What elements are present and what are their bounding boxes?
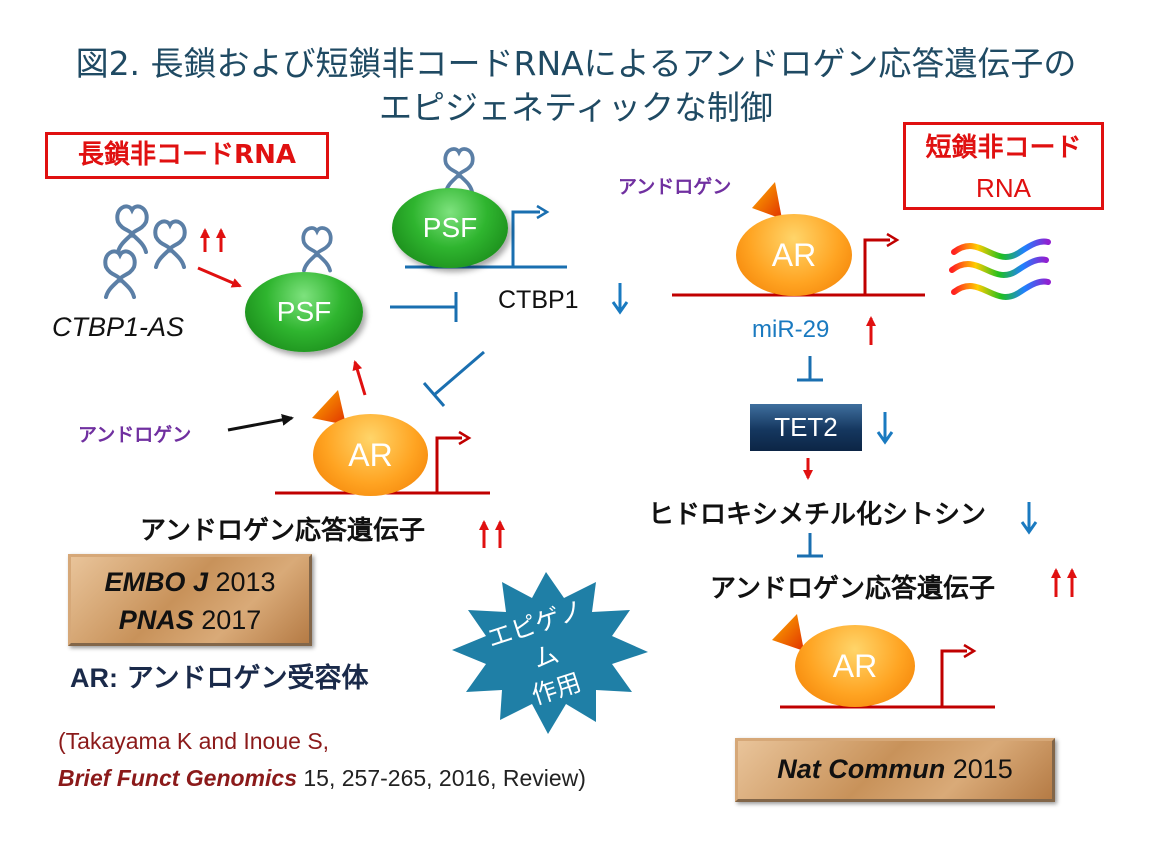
psf-left-label: PSF (276, 296, 332, 327)
ref-right-journal: Nat Commun (777, 754, 946, 784)
epigenome-starburst-icon (452, 572, 648, 734)
ref-left-1: EMBO J 2013 (71, 563, 309, 601)
hydroxymethylcytosine-label: ヒドロキシメチル化シトシン (648, 500, 987, 530)
citation-line-2: Brief Funct Genomics 15, 257-265, 2016, … (58, 765, 586, 792)
androgen-label-left: アンドロゲン (78, 424, 192, 446)
ar-left-label: AR (348, 436, 393, 473)
title-line-1: 図2. 長鎖および短鎖非コードRNAによるアンドロゲン応答遺伝子の (75, 44, 1077, 83)
ar-right-label: AR (771, 236, 817, 273)
long-ncrna-label: 長鎖非コードRNA (78, 140, 296, 170)
ar-definition-abbr: AR: (70, 663, 118, 693)
ar-bottom-label: AR (832, 647, 878, 684)
ar-definition: AR: アンドロゲン受容体 (70, 656, 369, 695)
5hmc-inhibits-genes (797, 533, 823, 558)
psf-top-label: PSF (422, 212, 478, 243)
refs-left-plaque: EMBO J 2013 PNAS 2017 (68, 554, 312, 646)
ctbp1-as-label: CTBP1-AS (52, 312, 185, 342)
tet2-down-arrow-icon (876, 412, 894, 445)
ref-left-2: PNAS 2017 (71, 601, 309, 639)
ar-protein-bottom: AR (795, 625, 915, 707)
short-ncrna-label-line1: 短鎖非コード (925, 133, 1082, 163)
androgen-to-ar-arrow (227, 413, 294, 432)
bottom-ar-gene-line (780, 643, 995, 709)
psf-inhibits-ctbp1 (390, 292, 458, 322)
ar-definition-text: アンドロゲン受容体 (126, 663, 369, 694)
ref-left-2-journal: PNAS (118, 605, 194, 635)
tet2-box: TET2 (750, 404, 862, 451)
ar-protein-right: AR (736, 214, 852, 296)
short-ncrna-label-line2: RNA (976, 173, 1031, 203)
mir29-label: miR-29 (752, 316, 830, 343)
long-ncrna-label-box: 長鎖非コードRNA (45, 132, 329, 179)
right-androgen-triangle-icon (752, 182, 782, 219)
tet2-label: TET2 (774, 412, 838, 442)
ctbp1-inhibits-ar (422, 350, 485, 407)
lncrna-to-psf-arrow (197, 266, 242, 288)
mir29-inhibits-tet2 (797, 356, 823, 382)
ctbp1-gene-line (405, 204, 567, 269)
left-androgen-response-genes: アンドロゲン応答遺伝子 (140, 516, 425, 546)
citation-journal: Brief Funct Genomics (58, 765, 297, 791)
androgen-triangle-icon (312, 390, 346, 425)
rna-on-psf-top-icon (443, 147, 475, 194)
ar-to-psf-arrow (352, 360, 367, 396)
psf-protein-top: PSF (392, 188, 508, 268)
ar-protein-left: AR (313, 414, 428, 496)
short-ncrna-label-box: 短鎖非コード RNA (903, 122, 1104, 210)
left-genes-increase-icon (479, 520, 505, 548)
title-line-2: エピジェネティックな制御 (378, 88, 774, 127)
ref-right-year: 2015 (952, 754, 1013, 784)
mirna-rainbow-icon (949, 238, 1051, 300)
psf-protein-left: PSF (245, 272, 363, 352)
ref-left-1-journal: EMBO J (104, 567, 208, 597)
5hmc-down-arrow-icon (1020, 502, 1038, 535)
bottom-androgen-triangle-icon (772, 614, 804, 651)
increase-arrows-icon (200, 228, 226, 252)
citation-rest: 15, 257-265, 2016, Review) (303, 765, 586, 791)
rna-on-psf-icon (301, 226, 333, 273)
androgen-label-right: アンドロゲン (618, 176, 732, 198)
ref-left-1-year: 2013 (215, 567, 276, 597)
citation-line-1: (Takayama K and Inoue S, (58, 728, 330, 754)
ref-right-plaque: Nat Commun 2015 (735, 738, 1055, 802)
lncrna-cluster-icon (103, 204, 187, 299)
ctbp1-down-arrow-icon (611, 283, 629, 315)
ref-left-2-year: 2017 (201, 605, 262, 635)
ctbp1-label: CTBP1 (498, 286, 579, 314)
right-androgen-response-genes: アンドロゲン応答遺伝子 (710, 574, 995, 604)
right-genes-increase-icon (1051, 568, 1077, 597)
